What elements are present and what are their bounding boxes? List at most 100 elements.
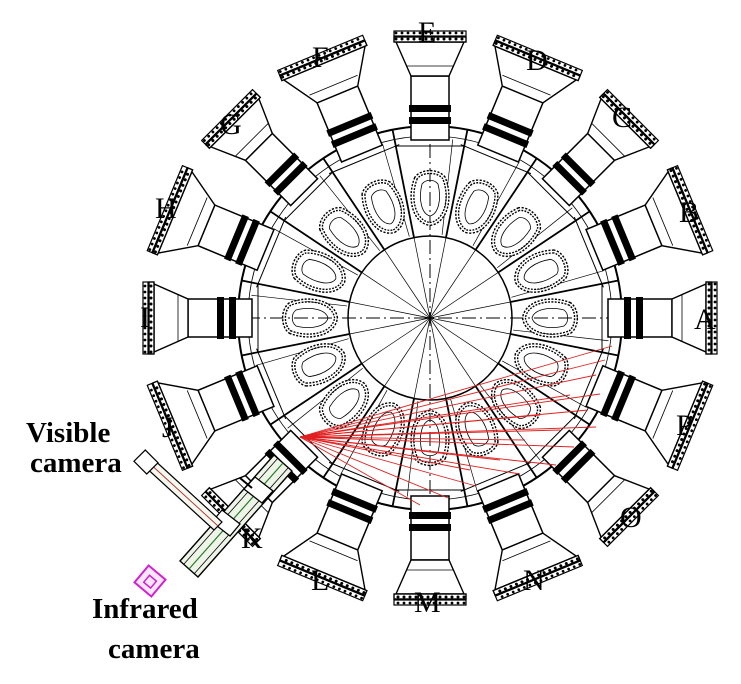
port-m	[393, 489, 467, 606]
center-ray-line	[361, 272, 431, 319]
visible-camera-label-line1: Visible	[26, 417, 110, 449]
port-p	[573, 348, 714, 472]
coil-loop	[521, 298, 579, 338]
sector-spoke	[510, 279, 619, 303]
camera-labels: Visible camera Infrared camera	[26, 417, 200, 665]
port-letters: A B C D E F G H I J K L M N O P	[140, 16, 716, 619]
sector-spoke	[474, 157, 538, 251]
port-letter-h: H	[155, 192, 177, 225]
sight-line	[299, 393, 601, 438]
sight-line	[299, 436, 521, 475]
sector-spoke	[445, 129, 469, 238]
sector-spoke	[510, 333, 619, 357]
sight-line	[299, 436, 449, 499]
center-ray-line	[413, 237, 431, 319]
infrared-camera-label-line1: Infrared	[92, 593, 198, 625]
port-d	[460, 34, 584, 175]
port-letter-g: G	[220, 108, 242, 141]
sight-line	[299, 414, 541, 438]
sector-spoke	[474, 385, 538, 479]
sector-spoke	[241, 279, 350, 303]
infrared-camera-icon	[133, 564, 167, 598]
sector-spoke	[269, 210, 363, 274]
sector-spoke	[322, 157, 386, 251]
coil-loop	[490, 207, 541, 258]
toroidal-coils	[281, 169, 579, 467]
port-letter-p: P	[676, 409, 693, 442]
port-letter-m: M	[414, 586, 441, 619]
sight-line	[299, 436, 471, 471]
port-letter-b: B	[679, 196, 699, 229]
sight-line	[299, 345, 613, 438]
center-ray-line	[429, 317, 511, 335]
coil-loop	[410, 169, 450, 227]
port-letter-j: J	[162, 411, 174, 444]
port-letter-e: E	[418, 16, 436, 49]
coil-loop	[319, 378, 370, 429]
port-assemblies	[142, 30, 718, 606]
center-ray-line	[429, 317, 476, 387]
center-ray-line	[429, 301, 511, 319]
coil-loop	[319, 207, 370, 258]
sector-spoke	[241, 333, 350, 357]
port-i	[142, 281, 259, 355]
port-n	[460, 461, 584, 602]
sector-spoke	[391, 129, 415, 238]
center-ray-line	[349, 317, 431, 335]
infrared-camera-label-line2: camera	[108, 633, 200, 665]
port-b	[573, 164, 714, 288]
center-ray-line	[349, 301, 431, 319]
center-ray-line	[429, 237, 447, 319]
center-ray-line	[429, 249, 476, 319]
port-l	[276, 461, 400, 602]
sector-spoke	[391, 398, 415, 507]
port-letter-a: A	[694, 303, 716, 336]
center-ray-line	[429, 317, 447, 399]
port-letter-o: O	[620, 501, 642, 534]
port-e	[393, 30, 467, 147]
visible-camera-label-line2: camera	[30, 447, 122, 479]
port-letter-d: D	[526, 44, 548, 77]
center-ray-line	[429, 317, 499, 364]
coil-loop	[455, 402, 499, 457]
coil-loop	[291, 249, 346, 293]
coil-loop	[514, 249, 569, 293]
sight-line-rays	[299, 345, 613, 506]
port-c	[526, 88, 660, 222]
sight-line	[299, 436, 526, 441]
port-letter-n: N	[523, 564, 545, 597]
sector-spoke	[497, 210, 591, 274]
sight-line	[299, 429, 561, 438]
sight-line	[299, 374, 597, 438]
port-o	[526, 414, 660, 548]
sight-line	[299, 394, 571, 438]
sector-spoke	[497, 362, 591, 426]
port-letter-c: C	[612, 101, 632, 134]
center-ray-line	[384, 249, 431, 319]
port-letter-k: K	[241, 522, 263, 555]
sector-spoke	[269, 362, 363, 426]
coil-loop	[361, 179, 405, 234]
center-ray-line	[361, 317, 431, 364]
coil-loop	[291, 343, 346, 387]
center-ray-line	[384, 317, 431, 387]
vacuum-vessel	[150, 120, 700, 520]
coil-loop	[410, 409, 450, 467]
sight-line	[299, 436, 501, 461]
port-j	[146, 348, 287, 472]
port-letter-l: L	[311, 564, 329, 597]
coil-loop	[281, 298, 339, 338]
port-letter-f: F	[312, 41, 329, 74]
center-ray-line	[413, 317, 431, 399]
center-ray-line	[429, 272, 499, 319]
sight-line	[299, 436, 421, 506]
port-a	[601, 281, 718, 355]
sight-line	[299, 436, 575, 448]
camera-periscope	[133, 449, 293, 598]
port-g	[200, 88, 334, 222]
sector-spoke	[445, 398, 469, 507]
port-h	[146, 164, 287, 288]
port-f	[276, 34, 400, 175]
coil-loop	[514, 343, 569, 387]
